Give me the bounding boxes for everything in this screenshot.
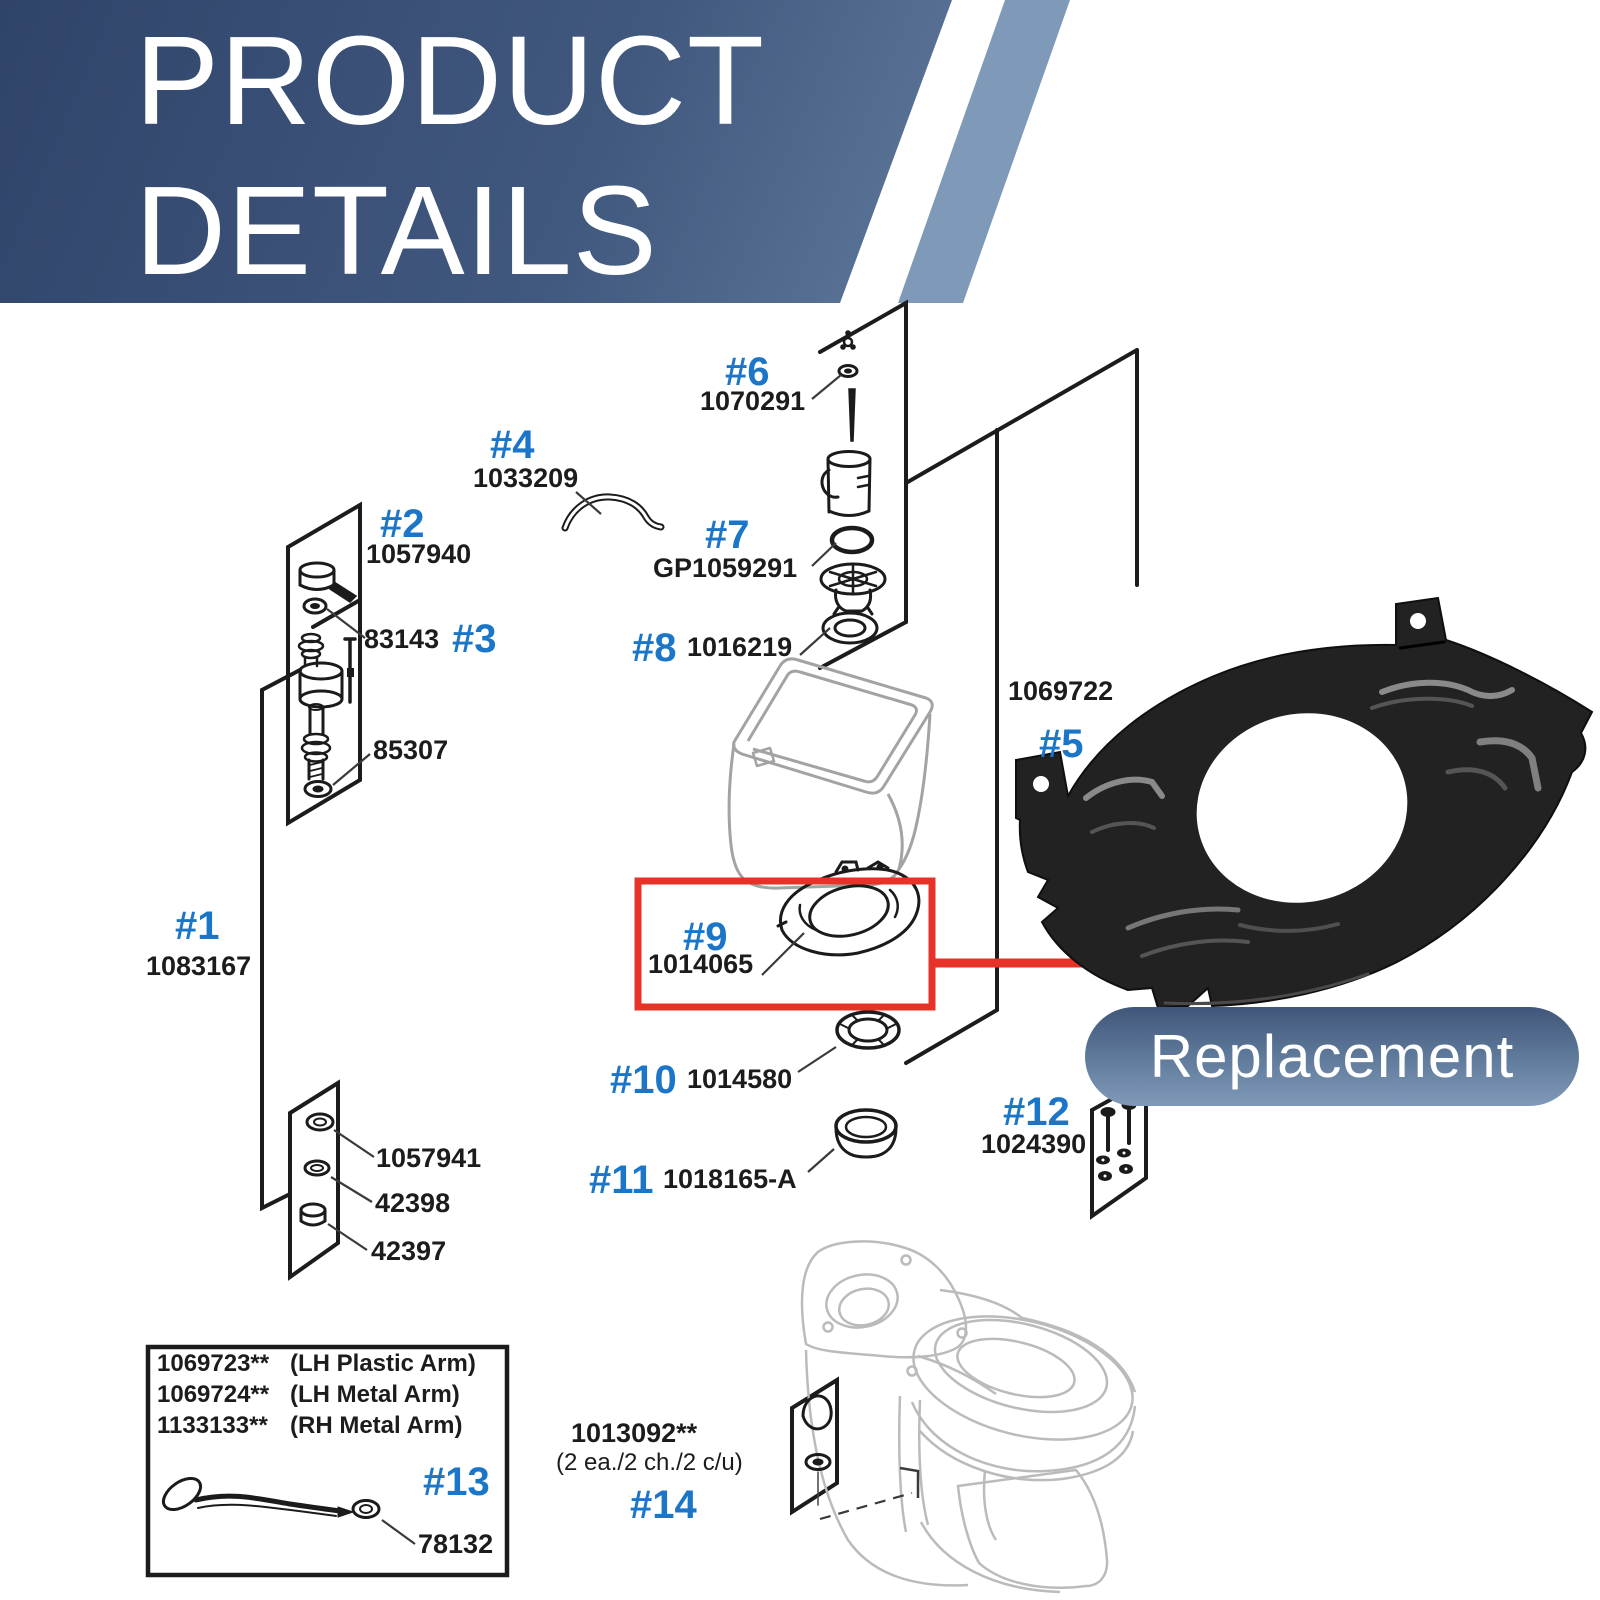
panel-flushvalve xyxy=(818,299,908,670)
refill-tube-drawing xyxy=(561,493,665,532)
part-ref-11: #11 xyxy=(589,1158,654,1202)
tank-bolts-drawing xyxy=(1096,1100,1137,1181)
part-ref-12: #12 xyxy=(1003,1090,1070,1134)
lever-option-3-desc: (RH Metal Arm) xyxy=(290,1412,463,1439)
tank-drawing xyxy=(727,657,934,890)
replacement-plate-image xyxy=(1015,596,1594,1010)
part-drawings xyxy=(161,330,1137,1519)
plate-center-hole xyxy=(1196,713,1408,903)
trip-lever-box xyxy=(145,1344,510,1578)
part-num-4: 1033209 xyxy=(473,463,579,493)
part-ref-1: #1 xyxy=(175,904,220,948)
part-num-14-qty: (2 ea./2 ch./2 c/u) xyxy=(556,1449,743,1476)
part-num-1: 1083167 xyxy=(146,951,252,981)
lever-option-1-num: 1069723** xyxy=(157,1350,270,1377)
page-title-line1: PRODUCT xyxy=(135,10,765,151)
panel-bowl-caps xyxy=(790,1376,839,1516)
lever-option-1-desc: (LH Plastic Arm) xyxy=(290,1350,476,1377)
part-num-85307: 85307 xyxy=(373,735,449,765)
red-highlight-box xyxy=(634,877,936,1011)
part-num-1057941: 1057941 xyxy=(376,1143,482,1173)
shank-washer-85307 xyxy=(303,780,333,798)
plate-9-drawing xyxy=(776,860,921,957)
locknut-10-drawing xyxy=(835,1010,901,1050)
panel-1-outline xyxy=(260,668,302,1212)
part-num-11: 1018165-A xyxy=(663,1164,797,1194)
gasket-11-drawing xyxy=(834,1108,898,1159)
red-highlight xyxy=(634,877,1096,1011)
part-num-14-code: 1013092** xyxy=(571,1418,698,1448)
part-num-7: GP1059291 xyxy=(653,553,798,583)
part-ref-7: #7 xyxy=(705,513,750,557)
part-ref-14: #14 xyxy=(630,1483,697,1527)
part-num-9: 1014065 xyxy=(648,949,754,979)
part-num-12: 1024390 xyxy=(981,1129,1087,1159)
lever-option-3-num: 1133133** xyxy=(157,1412,268,1439)
page-title: PRODUCT DETAILS xyxy=(135,6,765,306)
trip-lever-drawing xyxy=(161,1476,381,1519)
panel-tank-right xyxy=(904,428,999,1065)
header-banner xyxy=(0,0,952,303)
bowl-drawing xyxy=(800,1240,1137,1594)
part-num-42397: 42397 xyxy=(371,1236,447,1266)
part-ref-6: #6 xyxy=(725,350,770,394)
lever-option-2-num: 1069724** xyxy=(157,1381,270,1408)
fillvalve-parts-drawing xyxy=(297,561,358,798)
replacement-badge: Replacement xyxy=(1085,1007,1579,1106)
panel-fillvalve xyxy=(286,501,362,827)
part-num-10: 1014580 xyxy=(687,1064,793,1094)
lever-nut-78132 xyxy=(351,1499,381,1519)
panel-fillvalve-inner-edge xyxy=(311,598,362,629)
part-num-42398: 42398 xyxy=(375,1188,451,1218)
flushvalve-parts-drawing xyxy=(819,330,887,645)
part-ref-3: #3 xyxy=(452,617,497,661)
part-ref-2: #2 xyxy=(380,502,425,546)
part-num-2: 1057940 xyxy=(366,539,472,569)
lever-option-2-desc: (LH Metal Arm) xyxy=(290,1381,460,1408)
part-ref-9: #9 xyxy=(683,915,728,959)
part-num-8: 1016219 xyxy=(687,632,793,662)
panel-coupling-nuts xyxy=(288,1079,340,1281)
page-title-line2: DETAILS xyxy=(135,160,658,301)
part-ref-13: #13 xyxy=(423,1460,490,1504)
part-num-5: 1069722 xyxy=(1008,676,1114,706)
part-num-3: 83143 xyxy=(364,624,440,654)
part-ref-4: #4 xyxy=(490,423,535,467)
part-num-6: 1070291 xyxy=(700,386,806,416)
coupling-nuts-drawing xyxy=(299,1112,335,1227)
gasket-8 xyxy=(821,611,879,645)
panel-tank-top-diagonal xyxy=(904,348,1139,587)
part-ref-10: #10 xyxy=(610,1058,677,1102)
tank-button-detail xyxy=(751,746,776,768)
part-num-78132: 78132 xyxy=(418,1529,494,1559)
part-ref-5: #5 xyxy=(1039,722,1084,766)
bolt-cap-14-drawing xyxy=(801,1394,833,1506)
exploded-view-panels xyxy=(145,299,1148,1578)
o-ring-7 xyxy=(829,525,875,555)
part-ref-8: #8 xyxy=(632,626,677,670)
replacement-badge-label: Replacement xyxy=(1149,1023,1515,1090)
leader-lines xyxy=(326,374,920,1545)
